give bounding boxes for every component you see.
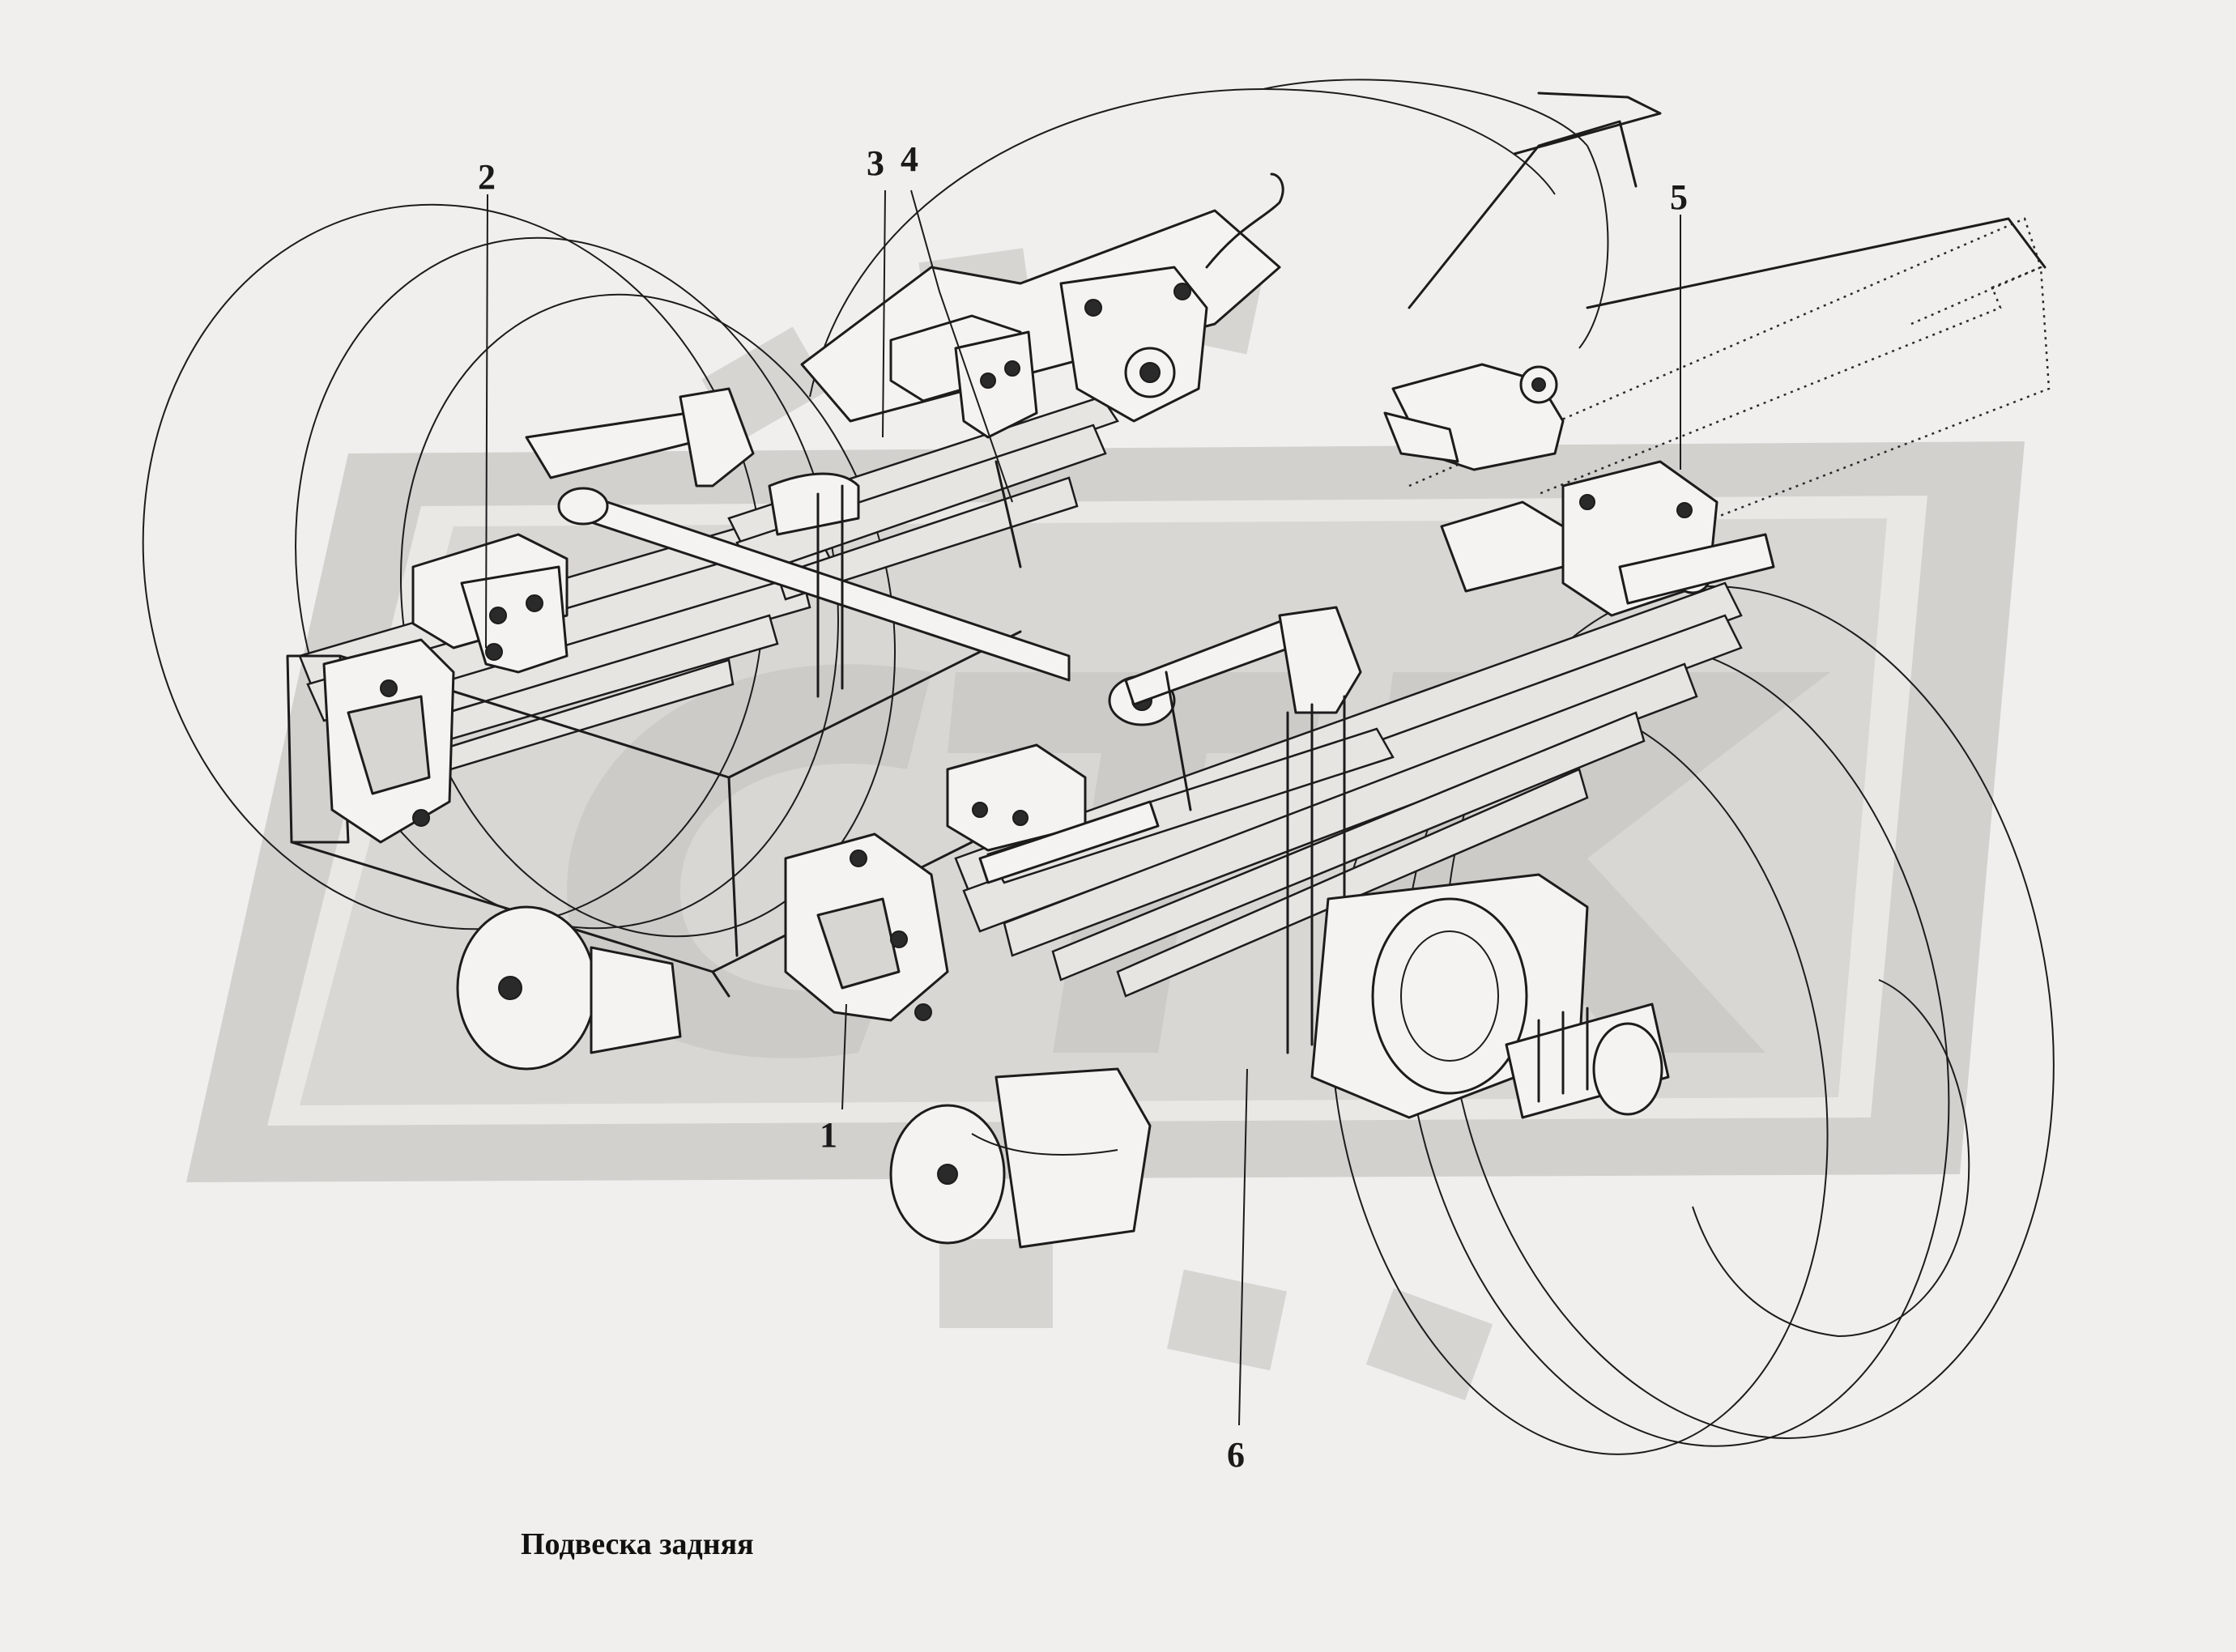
bracket-2 (411, 533, 569, 674)
callout-4: 4 (901, 139, 918, 179)
brake-chamber-left (456, 905, 682, 1071)
callout-3: 3 (867, 143, 884, 183)
end-bracket-left (322, 638, 455, 844)
leader-lines (485, 189, 1681, 1426)
bracket-center (946, 743, 1160, 884)
diagram-caption: Подвеска задняя (521, 1527, 754, 1561)
bracket-4 (889, 314, 1038, 439)
brake-chamber-right (889, 1067, 1152, 1249)
bracket-1 (784, 832, 949, 1022)
wheel-hub (1310, 873, 1670, 1119)
frame-rail (1383, 92, 2051, 528)
trunnion-top (1059, 266, 1208, 423)
bracket-5 (1440, 460, 1775, 617)
callout-2: 2 (478, 157, 496, 197)
callout-6: 6 (1227, 1435, 1245, 1475)
callout-5: 5 (1670, 177, 1688, 217)
center-leaf-spring (727, 395, 1119, 601)
callout-1: 1 (820, 1115, 837, 1155)
upper-reaction-rod (525, 387, 1362, 714)
